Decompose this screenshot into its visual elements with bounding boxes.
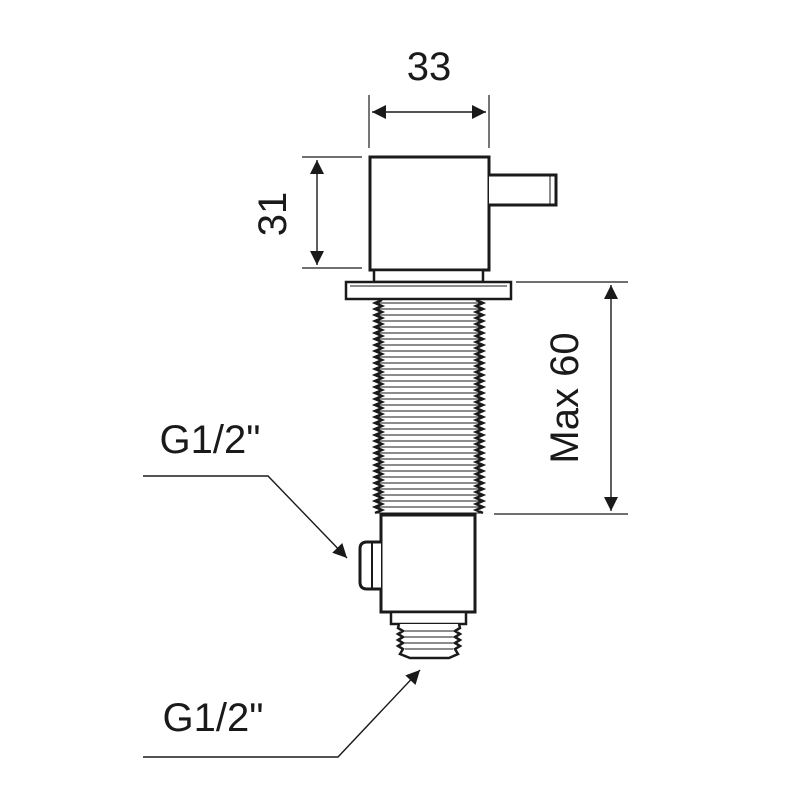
max-length-dimension: Max 60 bbox=[494, 281, 628, 515]
valve-neck bbox=[372, 268, 485, 284]
bottom-thread-profile bbox=[395, 623, 463, 660]
width-dimension-label: 33 bbox=[407, 45, 452, 89]
valve-lower-body bbox=[379, 513, 477, 614]
shank-left-profile bbox=[371, 298, 386, 515]
mounting-flange bbox=[344, 280, 513, 301]
valve-head bbox=[368, 155, 558, 272]
bottom-connector bbox=[389, 610, 468, 660]
height-dimension-label: 31 bbox=[251, 192, 295, 237]
height-dimension: 31 bbox=[251, 156, 362, 269]
bottom-thread-callout: G1/2" bbox=[143, 669, 421, 758]
side-outlet-body bbox=[358, 540, 381, 591]
valve-head-body bbox=[368, 155, 491, 272]
thread-lines bbox=[377, 302, 481, 514]
bottom-thread-leader bbox=[143, 669, 421, 758]
side-thread-leader bbox=[143, 475, 348, 559]
side-thread-label: G1/2" bbox=[160, 418, 261, 462]
shank-right-profile bbox=[472, 298, 487, 515]
bottom-connector-collar bbox=[389, 610, 468, 626]
side-thread-callout: G1/2" bbox=[143, 418, 348, 559]
bottom-thread-label: G1/2" bbox=[163, 696, 264, 740]
lever-handle bbox=[489, 173, 558, 207]
max-length-label: Max 60 bbox=[543, 332, 587, 463]
threaded-shank bbox=[371, 298, 487, 515]
width-dimension: 33 bbox=[368, 45, 490, 148]
side-outlet bbox=[358, 540, 381, 591]
